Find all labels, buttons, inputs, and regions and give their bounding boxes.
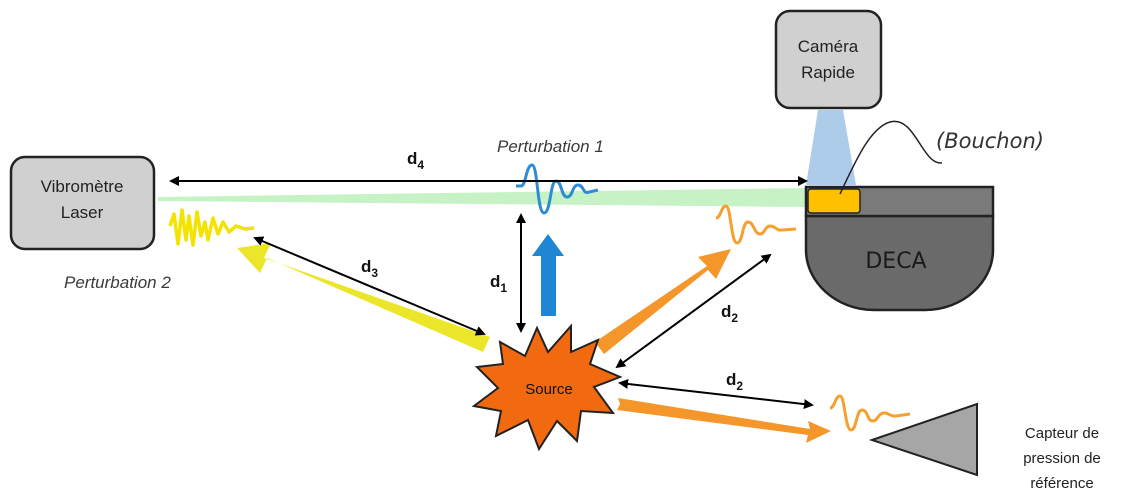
sensor-label-line1: Capteur de — [1025, 425, 1099, 442]
d2-deca-arrow — [615, 253, 772, 369]
sensor-wave — [829, 394, 911, 432]
bouchon-plug — [807, 188, 861, 214]
source-label: Source — [525, 381, 573, 398]
vibrometer-label-line2: Laser — [61, 203, 104, 222]
d2-sensor-arrow — [618, 378, 814, 410]
distance-arrows — [169, 176, 814, 410]
source-explosion: Source — [471, 323, 623, 452]
perturbation-2-wave — [168, 208, 255, 247]
laser-beam — [158, 188, 806, 207]
sensor-label-line3: référence — [1030, 475, 1093, 492]
orange-propagation-arrow-sensor — [617, 398, 831, 443]
bouchon-label: (Bouchon) — [936, 129, 1044, 153]
deca-label: DECA — [865, 249, 926, 274]
deca-wave — [715, 204, 797, 245]
perturbation-2-label: Perturbation 2 — [64, 273, 171, 292]
camera-label-line2: Rapide — [801, 63, 855, 82]
vibrometer-box: Vibromètre Laser — [9, 155, 156, 251]
d1-label: d1 — [490, 272, 507, 295]
perturbation-1-wave — [516, 163, 599, 215]
d3-arrow — [253, 236, 486, 336]
d3-label: d3 — [361, 257, 378, 280]
perturbation-1-label: Perturbation 1 — [497, 137, 604, 156]
sensor-label-line2: pression de — [1023, 450, 1101, 467]
d2-sensor-label: d2 — [726, 370, 743, 393]
camera-box: Caméra Rapide — [774, 9, 883, 110]
camera-label-line1: Caméra — [798, 37, 859, 56]
bouchon-pointer — [839, 120, 943, 195]
deca-body: DECA — [804, 185, 995, 312]
reference-sensor — [868, 402, 978, 477]
vibrometer-label-line1: Vibromètre — [41, 177, 124, 196]
blue-propagation-arrow — [532, 234, 564, 316]
orange-propagation-arrow-deca — [595, 249, 731, 354]
d2-deca-label: d2 — [721, 302, 738, 325]
d4-label: d4 — [407, 149, 424, 172]
camera-beam — [806, 110, 856, 185]
